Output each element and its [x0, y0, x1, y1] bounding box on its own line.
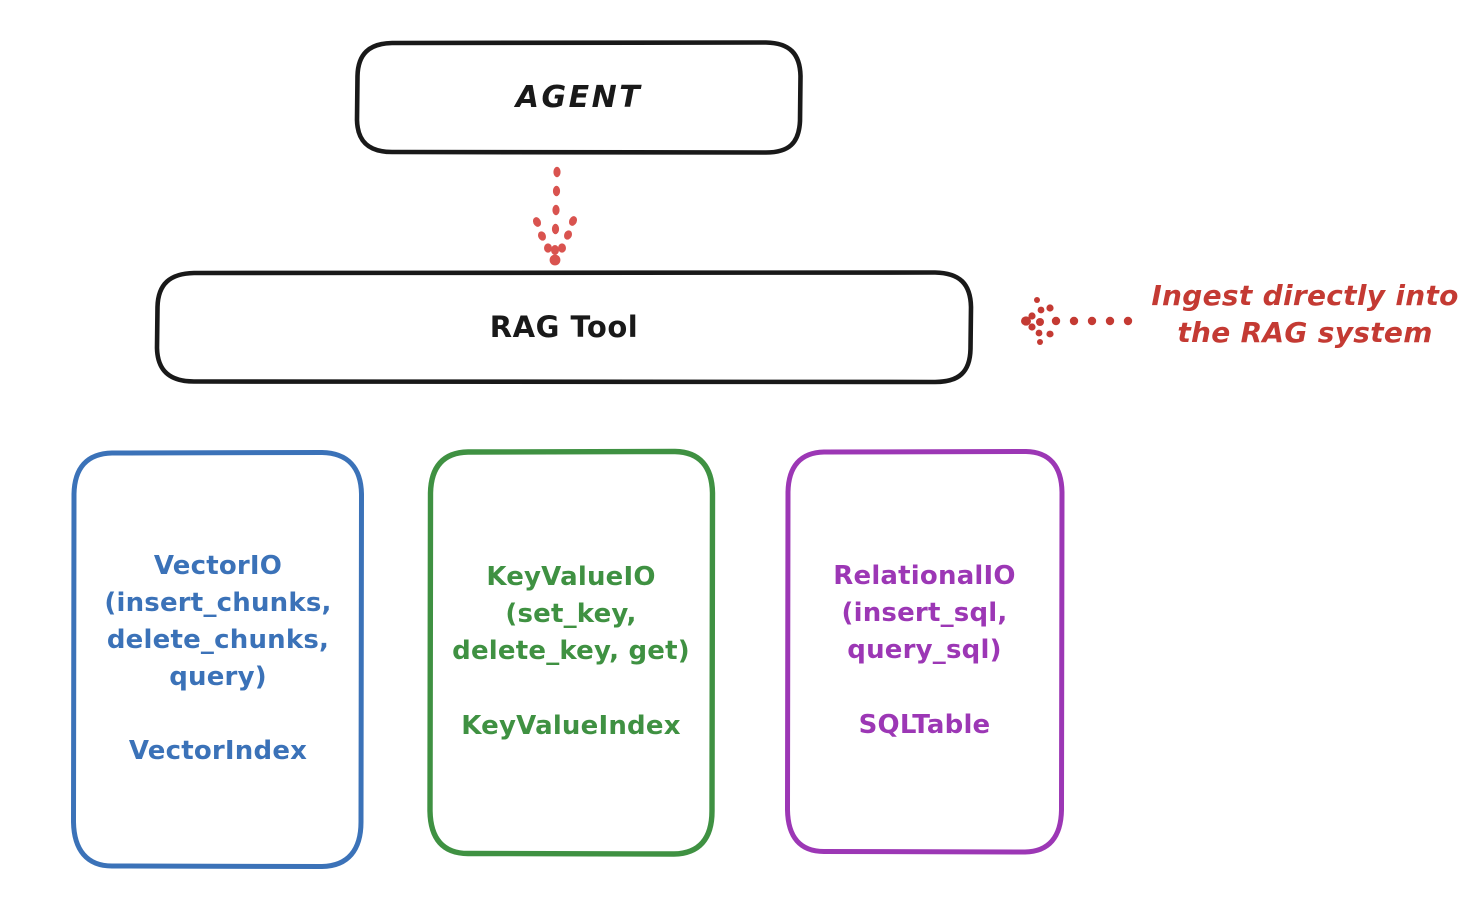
agent-box-outline: [354, 40, 803, 155]
ingest-note-arrow: [1021, 297, 1133, 345]
relational-io-box-outline: [785, 449, 1065, 855]
rag-tool-box-outline: [154, 270, 974, 385]
vector-io-box-outline: [71, 450, 364, 869]
keyvalue-io-box-outline: [427, 448, 716, 857]
ingest-annotation-text: Ingest directly into the RAG system: [1151, 279, 1459, 349]
agent-to-rag-tool-arrow: [532, 166, 578, 266]
